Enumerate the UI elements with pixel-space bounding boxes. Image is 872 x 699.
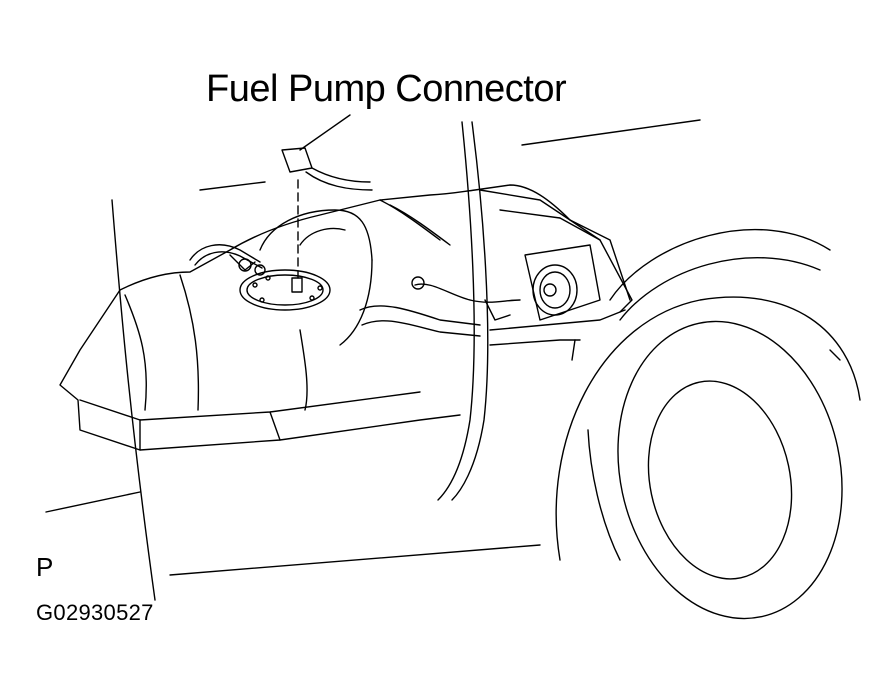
fuel-pump-connector-label: Fuel Pump Connector bbox=[206, 68, 567, 110]
door-pillar bbox=[437, 121, 489, 501]
fuel-filler bbox=[524, 244, 601, 321]
vehicle-body-outline bbox=[45, 119, 701, 601]
fuel-pump-flange bbox=[239, 179, 331, 311]
rear-wheel bbox=[555, 228, 861, 620]
view-letter-label: P bbox=[36, 552, 54, 582]
figure-code-label: G02930527 bbox=[36, 600, 154, 625]
connector-callout bbox=[281, 114, 373, 191]
fuel-lines bbox=[189, 244, 521, 337]
fuel-tank bbox=[59, 184, 633, 451]
